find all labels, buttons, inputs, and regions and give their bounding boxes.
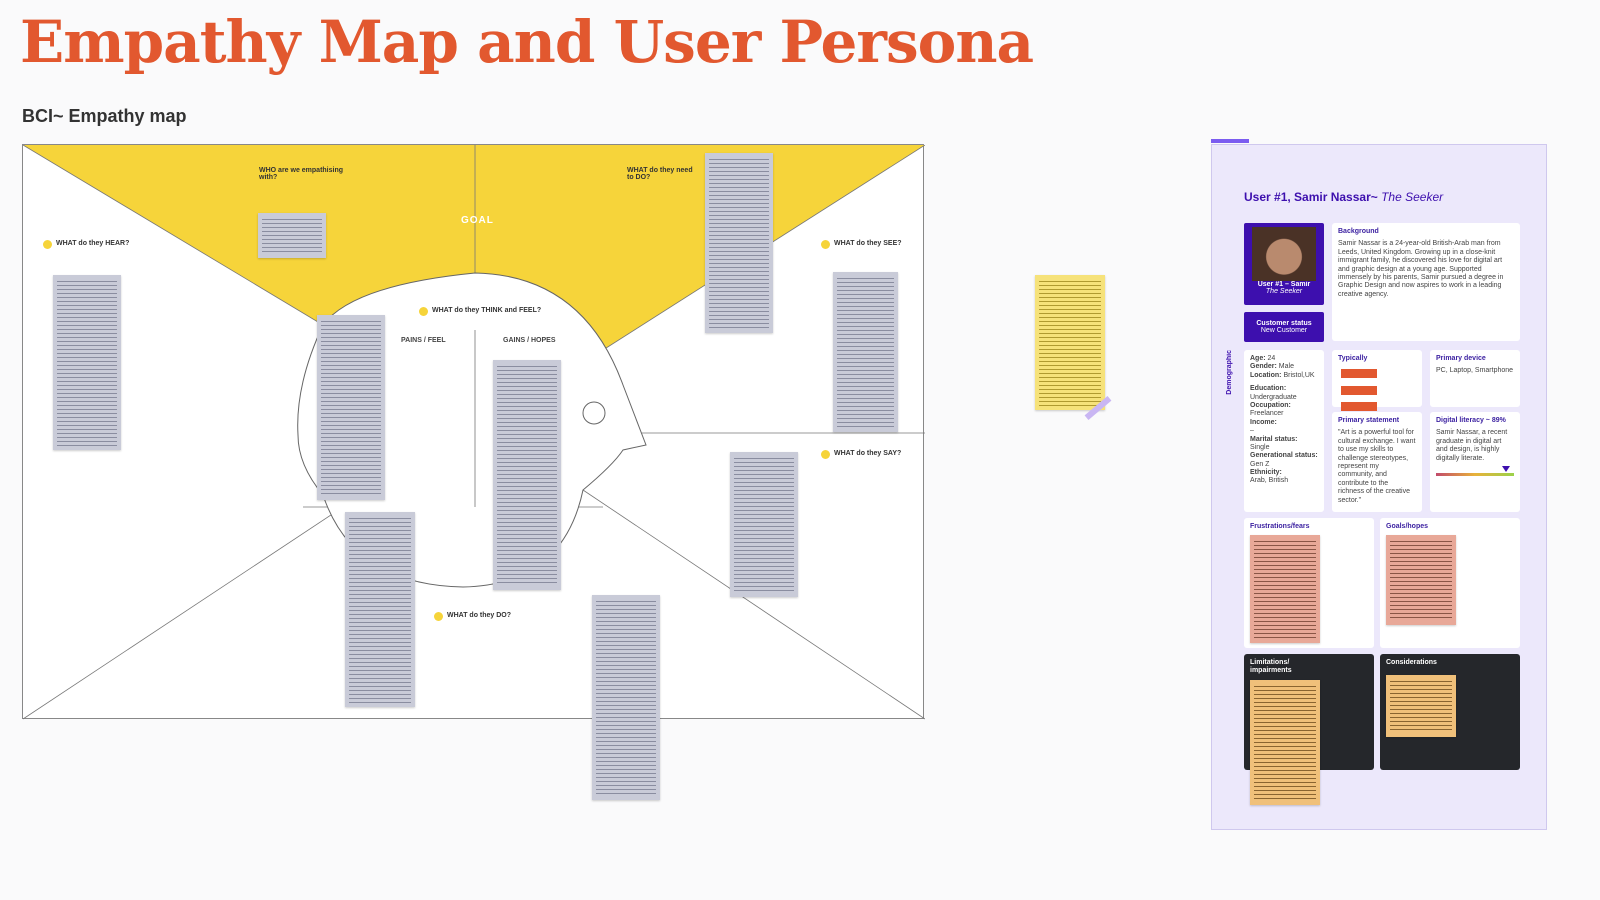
step-dot-icon	[43, 240, 52, 249]
demographic-row: Generational status:Gen Z	[1250, 452, 1318, 469]
tag	[1341, 402, 1377, 412]
demographic-row: Occupation:Freelancer	[1250, 402, 1318, 419]
customer-status-badge: Customer status New Customer	[1244, 312, 1324, 342]
demographic-value: Gen Z	[1250, 460, 1270, 468]
demographic-value: Undergraduate	[1250, 393, 1297, 401]
demographic-key: Occupation:	[1250, 401, 1291, 409]
demographic-value: Bristol,UK	[1283, 371, 1315, 379]
demographic-key: Ethnicity:	[1250, 469, 1282, 477]
step-dot-icon	[821, 450, 830, 459]
sticky-note-say[interactable]	[730, 452, 798, 597]
frame-label	[1211, 139, 1249, 143]
goal-label: GOAL	[461, 215, 494, 226]
digital-literacy-card: Digital literacy ~ 89% Samir Nassar, a r…	[1430, 412, 1520, 512]
do-heading: WHAT do they DO?	[434, 612, 544, 621]
demographic-value: Male	[1278, 363, 1294, 371]
demographic-key: Income:	[1250, 418, 1277, 426]
considerations-card: Considerations	[1380, 654, 1520, 770]
demographic-value: Freelancer	[1250, 410, 1284, 418]
demographic-value: Arab, British	[1250, 477, 1289, 485]
literacy-meter	[1436, 465, 1514, 476]
step-dot-icon	[419, 307, 428, 316]
step-dot-icon	[821, 240, 830, 249]
demographic-key: Location:	[1250, 371, 1282, 379]
demographic-value: Single	[1250, 443, 1270, 451]
hear-heading: WHAT do they HEAR?	[43, 240, 153, 249]
sticky-note-see[interactable]	[833, 272, 898, 432]
persona-photo	[1252, 227, 1316, 281]
demographic-row: Location: Bristol,UK	[1250, 372, 1318, 380]
frustrations-card: Frustrations/fears	[1244, 518, 1374, 648]
goals-card: Goals/hopes	[1380, 518, 1520, 648]
demographic-row: Ethnicity:Arab, British	[1250, 469, 1318, 486]
sticky-note-do-extra[interactable]	[592, 595, 660, 800]
step-dot-icon	[614, 167, 623, 176]
think-feel-heading: WHAT do they THINK and FEEL?	[419, 307, 559, 316]
demographic-value: –	[1250, 427, 1254, 435]
empathy-map-shapes	[23, 145, 925, 720]
typically-card: Typically	[1332, 350, 1422, 461]
sticky-note-yellow[interactable]	[1035, 275, 1105, 410]
demographic-row: Income:–	[1250, 419, 1318, 436]
sticky-note-who[interactable]	[258, 213, 326, 258]
sticky-note-frustrations[interactable]	[1250, 535, 1320, 644]
page-title: Empathy Map and User Persona	[20, 8, 1034, 76]
demographic-label: Demographic	[1226, 350, 1233, 395]
see-heading: WHAT do they SEE?	[821, 240, 931, 249]
tag	[1341, 385, 1377, 395]
pains-label: PAINS / FEEL	[401, 337, 446, 344]
statement-card: Primary statement "Art is a powerful too…	[1332, 412, 1422, 512]
demographic-key: Age:	[1250, 355, 1266, 362]
demographic-key: Marital status:	[1250, 435, 1298, 443]
demographic-row: Marital status:Single	[1250, 436, 1318, 453]
need-do-heading: WHAT do they need to DO?	[614, 167, 700, 181]
demographic-key: Education:	[1250, 385, 1287, 393]
board-subtitle: BCI~ Empathy map	[22, 106, 187, 126]
sticky-note-need-do[interactable]	[705, 153, 773, 333]
sticky-note-do[interactable]	[345, 512, 415, 707]
gains-label: GAINS / HOPES	[503, 337, 556, 344]
step-dot-icon	[434, 612, 443, 621]
sticky-note-goals[interactable]	[1386, 535, 1456, 626]
demographic-value: 24	[1267, 355, 1276, 362]
sticky-note-hear[interactable]	[53, 275, 121, 450]
sticky-note-considerations[interactable]	[1386, 675, 1456, 738]
demographic-row: Education:Undergraduate	[1250, 385, 1318, 402]
persona-panel[interactable]: User #1, Samir Nassar~ The Seeker User #…	[1211, 144, 1547, 830]
demographic-row: Age: 24	[1250, 355, 1318, 363]
sticky-note-limitations[interactable]	[1250, 679, 1320, 805]
demographic-row: Gender: Male	[1250, 363, 1318, 371]
sticky-note-gains[interactable]	[493, 360, 561, 590]
step-dot-icon	[246, 167, 255, 176]
empathy-map-board[interactable]: GOAL WHO are we empathising with? WHAT d…	[22, 144, 925, 720]
persona-photo-card: User #1 – Samir The Seeker	[1244, 223, 1324, 305]
limitations-card: Limitations/ impairments	[1244, 654, 1374, 805]
say-heading: WHAT do they SAY?	[821, 450, 931, 459]
persona-title: User #1, Samir Nassar~ The Seeker	[1244, 190, 1444, 204]
who-heading: WHO are we empathising with?	[246, 167, 356, 181]
literacy-marker-icon	[1502, 465, 1511, 472]
sticky-note-pains[interactable]	[317, 315, 385, 500]
device-card: Primary device PC, Laptop, Smartphone	[1430, 350, 1520, 407]
tag	[1341, 369, 1377, 379]
demographic-key: Generational status:	[1250, 452, 1318, 460]
background-card: Background Samir Nassar is a 24-year-old…	[1332, 223, 1520, 341]
demographic-key: Gender:	[1250, 363, 1277, 371]
